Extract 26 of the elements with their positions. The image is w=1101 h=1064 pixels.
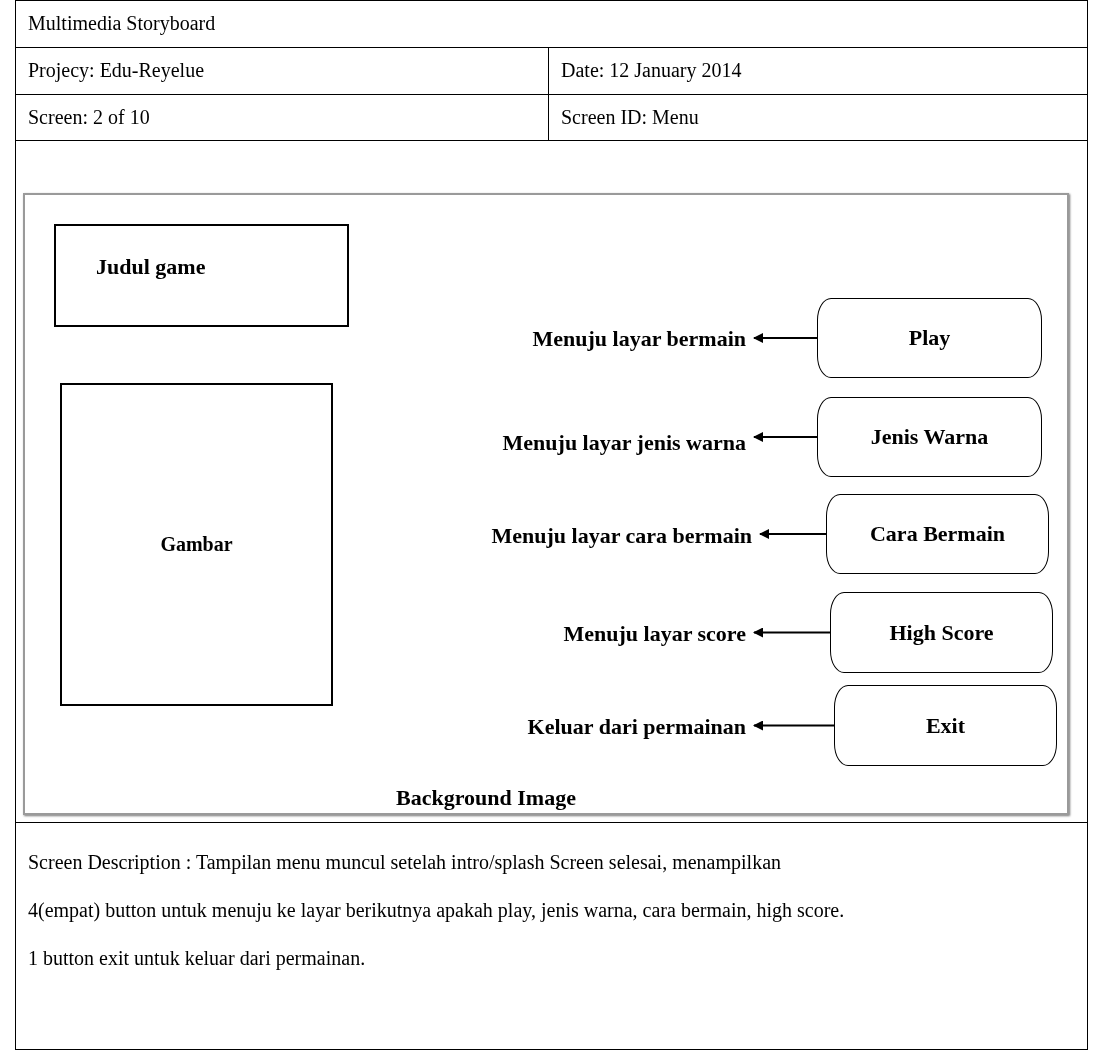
navigation-note: Menuju layar bermain <box>532 325 746 353</box>
menu-button: Cara Bermain <box>826 494 1049 574</box>
menu-button: Jenis Warna <box>817 397 1042 477</box>
storyboard-field: Projecy: Edu-Reyelue <box>28 59 205 82</box>
storyboard-field: Screen: 2 of 10 <box>28 106 150 129</box>
arrow <box>753 627 831 638</box>
navigation-note: Menuju layar jenis warna <box>502 429 746 457</box>
navigation-note: Keluar dari permainan <box>527 713 746 741</box>
placeholder-label: Gambar <box>160 533 233 556</box>
arrow <box>753 432 818 442</box>
screen-description: Screen Description : Tampilan menu muncul setelah intro/splash Screen selesai, menampilkan 4(empat) button untuk menuju ke layar berikutnya apakah play, jenis warna, cara bermain, high score. 1 button exit untuk keluar dari permainan. <box>28 850 846 972</box>
navigation-note: Menuju layar score <box>563 620 746 648</box>
storyboard-field: Screen ID: Menu <box>561 106 699 129</box>
arrow <box>753 333 818 343</box>
placeholder-box <box>60 383 333 706</box>
placeholder-label: Judul game <box>96 254 206 280</box>
navigation-note: Menuju layar cara bermain <box>491 522 752 550</box>
arrow <box>753 720 835 731</box>
menu-button: High Score <box>830 592 1053 673</box>
play-button: Play <box>817 298 1042 378</box>
exit-button: Exit <box>834 685 1057 766</box>
frame-label: Background Image <box>396 785 576 811</box>
storyboard-field: Date: 12 January 2014 <box>561 59 742 82</box>
storyboard-field: Multimedia Storyboard <box>28 12 216 35</box>
arrow <box>759 529 827 539</box>
placeholder-box <box>54 224 349 327</box>
